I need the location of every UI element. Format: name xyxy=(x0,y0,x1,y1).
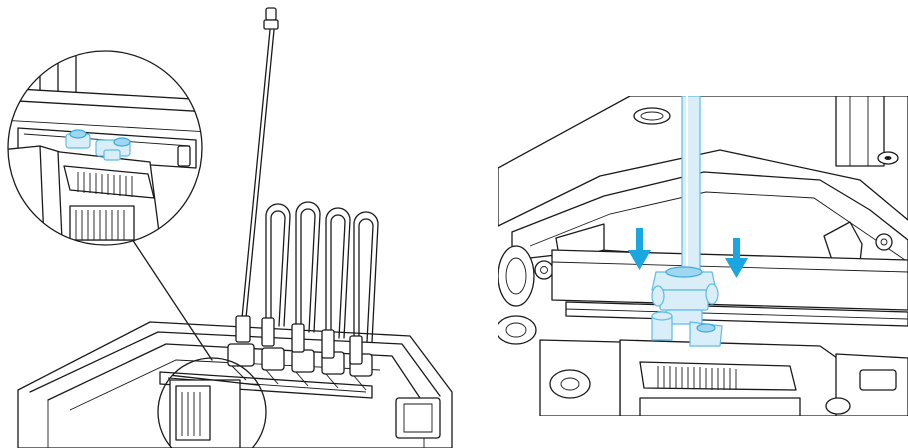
looped-tubes xyxy=(261,201,379,365)
top-plate-hole xyxy=(633,107,671,125)
detail-lens xyxy=(157,357,267,448)
upright-post xyxy=(835,96,885,167)
callout-leader-line xyxy=(129,235,213,361)
highlighted-connector-stack xyxy=(651,266,723,347)
down-arrow-right xyxy=(725,238,748,278)
right-panel xyxy=(498,96,908,416)
down-arrow-left xyxy=(628,228,651,270)
front-panel-screen xyxy=(395,397,441,439)
left-panel xyxy=(7,7,453,448)
highlighted-connector xyxy=(65,129,131,161)
lower-carriage xyxy=(539,339,908,416)
magnified-callout xyxy=(7,50,203,246)
tube-end-fitting xyxy=(265,7,277,21)
main-filament-tube xyxy=(235,7,279,343)
highlighted-tube xyxy=(681,96,701,277)
